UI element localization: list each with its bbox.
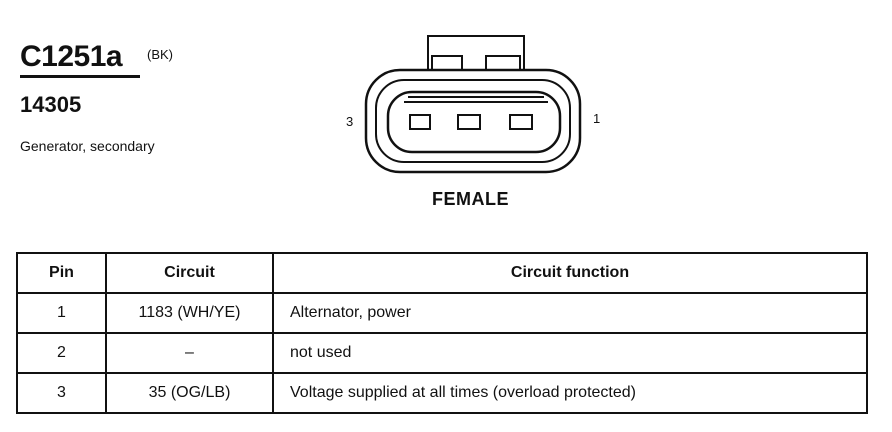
cell-circuit: 1183 (WH/YE) bbox=[105, 292, 274, 334]
cell-circuit: 35 (OG/LB) bbox=[105, 372, 274, 414]
connector-description: Generator, secondary bbox=[20, 138, 155, 154]
cell-circuit: – bbox=[105, 332, 274, 374]
pin-slot-3 bbox=[409, 114, 431, 130]
header-circuit: Circuit bbox=[105, 252, 274, 294]
pin-label-left: 3 bbox=[346, 114, 354, 129]
header-pin: Pin bbox=[16, 252, 107, 294]
pinout-table: Pin Circuit Circuit function 1 1183 (WH/… bbox=[16, 252, 868, 414]
part-number: 14305 bbox=[20, 92, 82, 117]
cell-function: Alternator, power bbox=[272, 292, 868, 334]
connector-code: C1251a bbox=[20, 40, 123, 73]
gender-label: FEMALE bbox=[432, 189, 509, 209]
table-row: 1 1183 (WH/YE) Alternator, power bbox=[16, 292, 868, 334]
table-header-row: Pin Circuit Circuit function bbox=[16, 252, 868, 294]
connector-shell-inner bbox=[375, 79, 571, 163]
cell-function: not used bbox=[272, 332, 868, 374]
connector-color-code: (BK) bbox=[147, 47, 173, 62]
cell-pin: 2 bbox=[16, 332, 107, 374]
cell-pin: 1 bbox=[16, 292, 107, 334]
cell-pin: 3 bbox=[16, 372, 107, 414]
cell-function: Voltage supplied at all times (overload … bbox=[272, 372, 868, 414]
connector-code-underline bbox=[20, 75, 140, 78]
table-row: 2 – not used bbox=[16, 332, 868, 374]
pin-slot-1 bbox=[509, 114, 533, 130]
connector-face-diagram bbox=[364, 35, 582, 174]
header-circuit-function: Circuit function bbox=[272, 252, 868, 294]
table-row: 3 35 (OG/LB) Voltage supplied at all tim… bbox=[16, 372, 868, 414]
pin-slot-2 bbox=[457, 114, 481, 130]
pin-label-right: 1 bbox=[593, 111, 601, 126]
